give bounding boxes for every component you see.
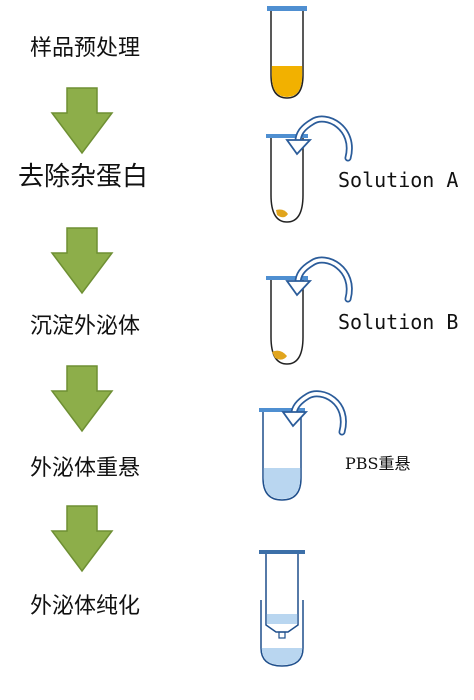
curved-arrow-icon bbox=[285, 115, 353, 162]
step-5-label: 外泌体纯化 bbox=[30, 594, 141, 619]
sample-liquid bbox=[271, 66, 303, 97]
down-arrow-icon bbox=[50, 365, 114, 433]
test-tube-icon bbox=[259, 408, 305, 501]
tube-cap bbox=[259, 408, 305, 412]
step-4-label: 外泌体重悬 bbox=[30, 456, 141, 481]
tube-cap bbox=[266, 276, 308, 280]
solution-a-label: Solution A bbox=[338, 168, 459, 192]
down-arrow-icon bbox=[50, 227, 114, 295]
eluate-liquid bbox=[261, 648, 303, 665]
test-tube-icon bbox=[266, 134, 308, 223]
curved-arrow-icon bbox=[281, 390, 347, 436]
tube-cap bbox=[259, 550, 305, 554]
test-tube-icon bbox=[259, 550, 305, 667]
column-membrane bbox=[266, 614, 298, 624]
test-tube-icon bbox=[266, 276, 308, 365]
step-3-label: 沉淀外泌体 bbox=[30, 314, 141, 339]
pellet bbox=[276, 209, 288, 218]
tube-cap bbox=[266, 134, 308, 138]
test-tube-icon bbox=[267, 6, 307, 99]
tube-cap bbox=[267, 6, 307, 11]
curved-arrow-icon bbox=[285, 256, 353, 303]
step-1-label: 样品预处理 bbox=[30, 36, 141, 61]
step-2-label: 去除杂蛋白 bbox=[18, 162, 149, 192]
pbs-resuspend-label: PBS重悬 bbox=[345, 454, 411, 473]
down-arrow-icon bbox=[50, 87, 114, 155]
pbs-liquid bbox=[263, 468, 301, 499]
down-arrow-icon bbox=[50, 505, 114, 573]
solution-b-label: Solution B bbox=[338, 310, 459, 334]
pellet bbox=[272, 350, 287, 360]
